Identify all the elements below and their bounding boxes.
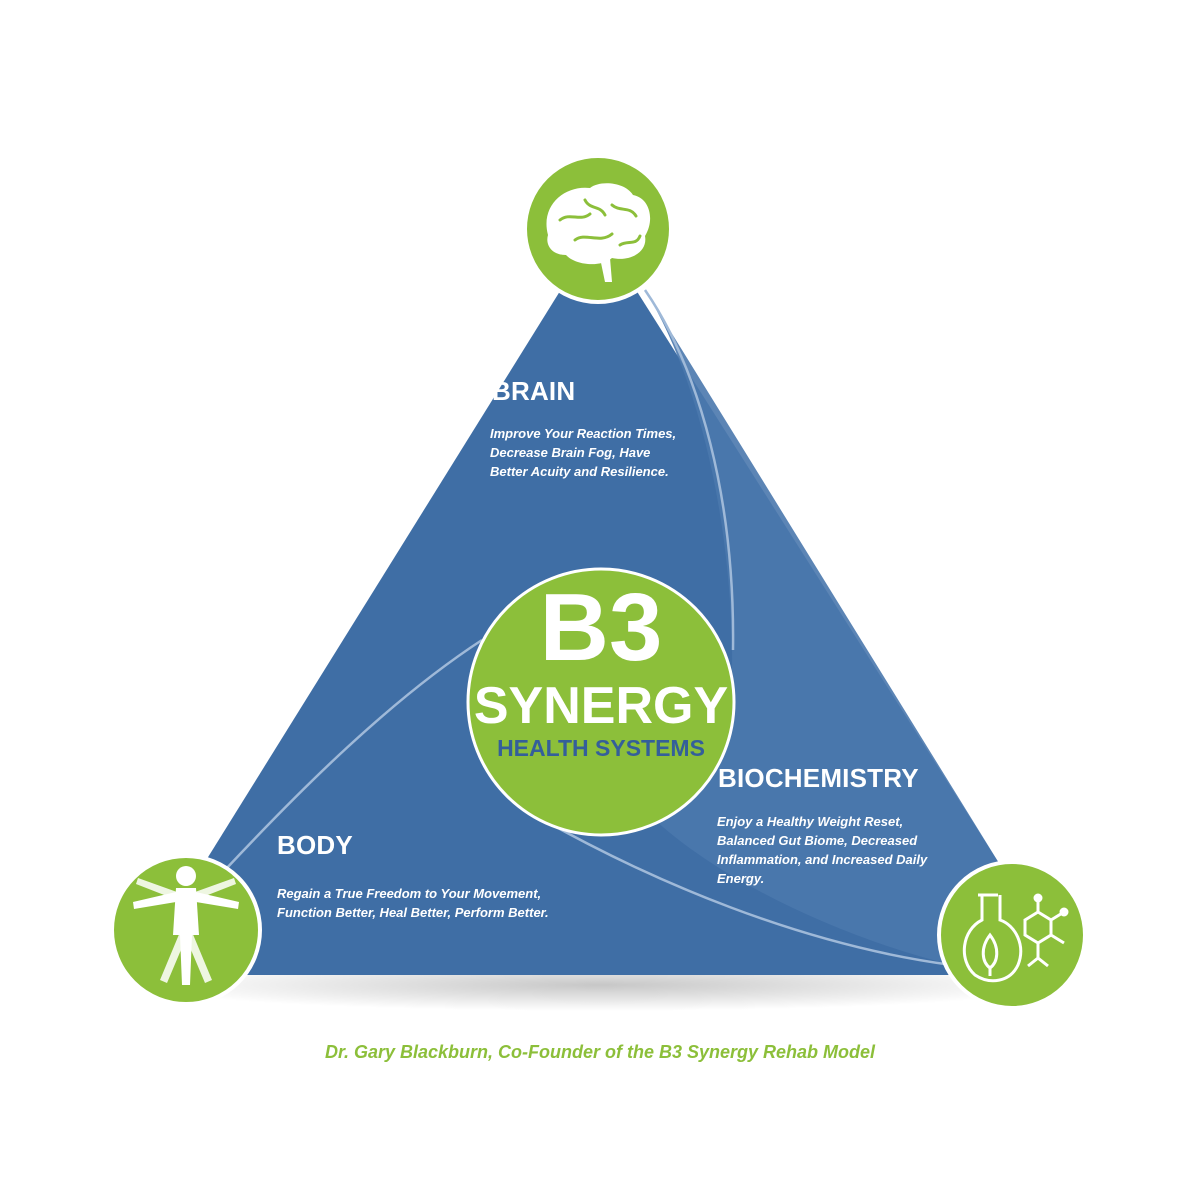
footer-caption: Dr. Gary Blackburn, Co-Founder of the B3… xyxy=(324,1042,876,1062)
flask-molecule-icon xyxy=(962,893,1069,983)
body-heading: BODY xyxy=(277,830,353,860)
brain-icon xyxy=(546,183,651,282)
vitruvian-man-icon xyxy=(133,866,239,985)
brain-description: Improve Your Reaction Times, Decrease Br… xyxy=(490,426,677,479)
biochemistry-description: Enjoy a Healthy Weight Reset, Balanced G… xyxy=(717,814,928,886)
center-logo: B3 SYNERGY HEALTH SYSTEMS xyxy=(464,580,738,762)
divider-curve-brain-bio xyxy=(643,289,735,651)
biochemistry-heading: BIOCHEMISTRY xyxy=(718,763,919,793)
body-node xyxy=(110,854,262,1006)
center-circle xyxy=(466,567,736,837)
center-title-b3: B3 xyxy=(539,574,663,681)
divider-curve-bio xyxy=(539,816,953,967)
center-subtitle: HEALTH SYSTEMS xyxy=(497,735,705,761)
biochemistry-region xyxy=(640,290,1002,965)
center-title-synergy: SYNERGY xyxy=(473,677,729,735)
biochemistry-node xyxy=(937,860,1087,1010)
brain-heading: BRAIN xyxy=(492,376,576,406)
brain-node xyxy=(523,154,673,304)
divider-curve-body xyxy=(224,638,483,871)
body-description: Regain a True Freedom to Your Movement, … xyxy=(277,886,549,920)
